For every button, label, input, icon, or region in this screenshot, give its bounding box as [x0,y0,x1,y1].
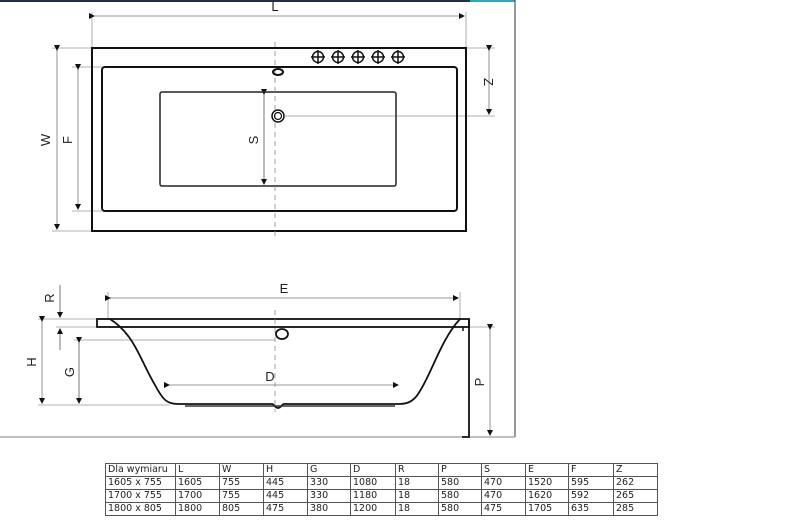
table-cell: 755 [219,476,264,490]
label-L: L [271,0,278,14]
table-row: 1800 x 805 1800 805 475 380 1200 18 580 … [105,502,658,516]
table-cell: 1700 [175,489,220,503]
drain-icon [271,109,285,123]
table-cell: 330 [307,476,351,490]
tub-basin-profile [109,318,461,409]
top-view: L W F S Z [38,0,496,236]
table-cell: 595 [568,476,614,490]
table-cell: 475 [263,502,308,516]
label-E: E [280,281,289,296]
table-cell: 1700 x 755 [105,489,176,503]
label-S: S [246,135,261,144]
label-G: G [62,367,77,377]
table-cell: 805 [219,502,264,516]
table-cell: 1800 [175,502,220,516]
table-cell: 18 [395,502,439,516]
header-cell: W [219,463,264,477]
overflow-hole-side [275,328,289,340]
label-F: F [60,136,75,144]
table-header-row: Dla wymiaru L W H G D R P S E F Z [105,463,658,477]
header-cell: L [175,463,220,477]
table-cell: 262 [613,476,658,490]
table-cell: 475 [481,502,526,516]
table-cell: 580 [438,489,482,503]
label-W: W [38,133,53,146]
header-cell: R [395,463,439,477]
side-view: E R H G D P [24,281,495,438]
table-row: 1605 x 755 1605 755 445 330 1080 18 580 … [105,476,658,490]
header-cell: G [307,463,351,477]
table-cell: 1705 [525,502,569,516]
table-cell: 330 [307,489,351,503]
tub-rim-profile [96,318,470,328]
table-cell: 1080 [350,476,396,490]
table-cell: 470 [481,489,526,503]
table-cell: 445 [263,489,308,503]
tub-outer-rim [91,47,467,232]
table-cell: 580 [438,502,482,516]
table-cell: 18 [395,476,439,490]
table-cell: 592 [568,489,614,503]
header-cell: H [263,463,308,477]
table-row: 1700 x 755 1700 755 445 330 1180 18 580 … [105,489,658,503]
dimensions-table: Dla wymiaru L W H G D R P S E F Z 1605 x… [105,463,658,516]
table-cell: 445 [263,476,308,490]
tub-floor-outline [159,91,397,187]
table-cell: 380 [307,502,351,516]
bathtub-technical-drawing: L W F S Z [0,0,516,438]
faucet-holes [311,50,405,64]
table-cell: 755 [219,489,264,503]
header-cell: Dla wymiaru [105,463,176,477]
table-cell: 1605 x 755 [105,476,176,490]
table-cell: 265 [613,489,658,503]
label-R: R [42,293,57,302]
header-cell: D [350,463,396,477]
label-Z: Z [481,78,496,86]
table-cell: 1180 [350,489,396,503]
table-cell: 18 [395,489,439,503]
table-cell: 1605 [175,476,220,490]
header-cell: Z [613,463,658,477]
header-cell: P [438,463,482,477]
table-cell: 470 [481,476,526,490]
overflow-hole [272,68,284,76]
label-D: D [265,369,274,384]
header-cell: S [481,463,526,477]
table-cell: 1620 [525,489,569,503]
table-cell: 1200 [350,502,396,516]
label-H: H [24,357,39,366]
header-cell: E [525,463,569,477]
table-cell: 1520 [525,476,569,490]
side-panel [462,319,470,438]
table-cell: 635 [568,502,614,516]
tub-inner-edge [101,66,458,212]
header-cell: F [568,463,614,477]
header-bar [0,0,470,2]
table-cell: 285 [613,502,658,516]
label-P: P [472,378,487,387]
header-bar-accent [470,0,515,2]
table-cell: 1800 x 805 [105,502,176,516]
table-cell: 580 [438,476,482,490]
